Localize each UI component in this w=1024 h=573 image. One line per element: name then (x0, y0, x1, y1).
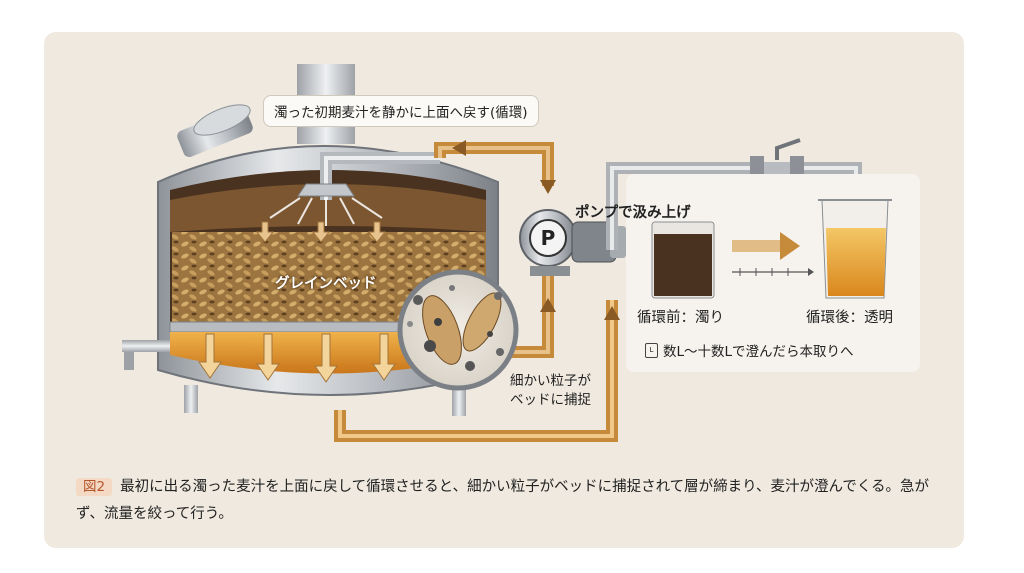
tank-hatch (177, 104, 253, 158)
flow-arrows-down (198, 221, 396, 383)
grain-bed-label: グレインベッド (275, 276, 377, 292)
before-label: 循環前：濁り (637, 310, 724, 326)
figure-badge: 図2 (76, 478, 113, 496)
pump-symbol-text: P (541, 226, 556, 250)
beaker-comparison (626, 174, 920, 372)
volume-note-text: 数L〜十数Lで澄んだら本取りへ (663, 344, 854, 360)
volume-note: L 数L〜十数Lで澄んだら本取りへ (645, 340, 854, 360)
pump-label: ポンプで汲み上げ (575, 205, 691, 221)
transition-arrow (732, 232, 814, 276)
pump-symbol: P (541, 226, 556, 250)
caption-text: 最初に出る濁った麦汁を上面に戻して循環させると、細かい粒子がベッドに捕捉されて層… (76, 479, 930, 522)
fines-label-line-2: ベッドに捕捉 (510, 392, 591, 408)
recirculation-callout: 濁った初期麦汁を静かに上面へ戻す(循環) (263, 95, 539, 127)
beaker-after (818, 199, 892, 299)
fines-label-line-1: 細かい粒子が (510, 373, 591, 389)
sparge-arm (269, 152, 440, 226)
beaker-before (651, 221, 715, 299)
particle-zoom-detail (397, 269, 519, 391)
beaker-icon: L (645, 342, 658, 358)
drain-spigot (122, 340, 170, 352)
fines-label: 細かい粒子が ベッドに捕捉 (510, 372, 591, 410)
after-label: 循環後：透明 (806, 310, 893, 326)
return-pipe (434, 140, 556, 194)
